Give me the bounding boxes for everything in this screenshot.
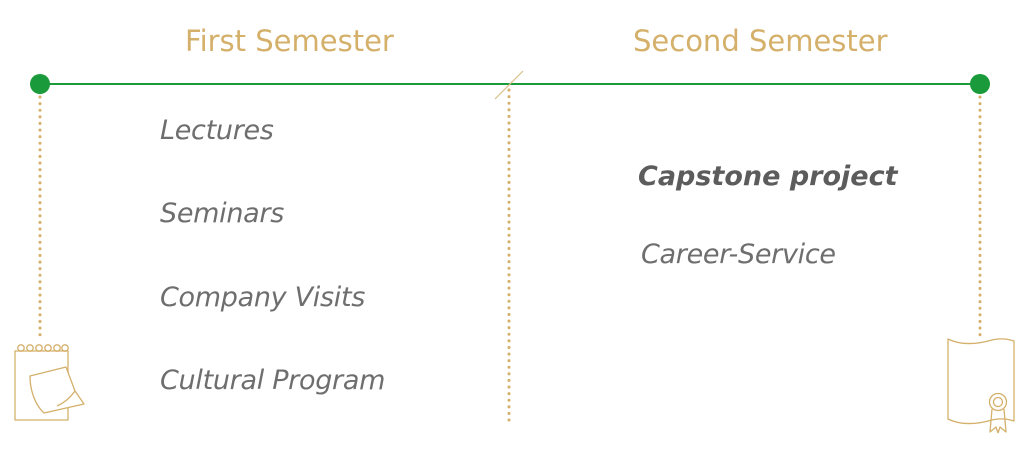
item-career-service: Career-Service	[641, 239, 836, 270]
timeline-end-dot	[970, 74, 990, 94]
item-capstone-project: Capstone project	[638, 161, 898, 192]
certificate-icon	[947, 338, 1015, 434]
item-cultural-program: Cultural Program	[160, 365, 386, 396]
notepad-icon	[14, 344, 85, 421]
item-lectures: Lectures	[160, 115, 274, 146]
item-seminars: Seminars	[160, 198, 284, 229]
item-company-visits: Company Visits	[160, 282, 366, 313]
second-semester-title: Second Semester	[633, 24, 888, 58]
first-semester-title: First Semester	[185, 24, 394, 58]
timeline-start-dot	[30, 74, 50, 94]
timeline-break-mark	[494, 70, 524, 100]
